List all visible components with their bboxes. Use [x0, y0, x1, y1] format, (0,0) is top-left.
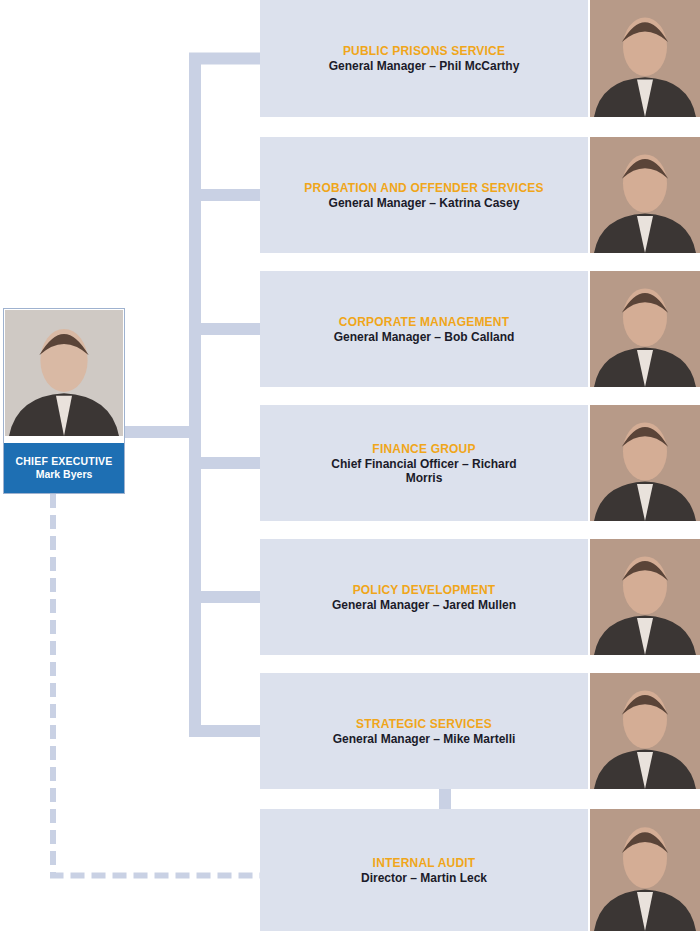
manager-photo — [590, 809, 700, 931]
unit-heading: PUBLIC PRISONS SERVICE — [343, 44, 505, 58]
ceo-photo — [5, 310, 123, 436]
reporting-line — [439, 789, 451, 809]
photo-ground — [590, 137, 700, 253]
division-box: INTERNAL AUDITDirector – Martin Leck — [260, 809, 588, 931]
division-box: POLICY DEVELOPMENTGeneral Manager – Jare… — [260, 539, 588, 655]
dashed-reporting-line — [53, 494, 260, 875]
photo-hair — [622, 159, 668, 179]
division-box: CORPORATE MANAGEMENTGeneral Manager – Bo… — [260, 271, 588, 387]
manager-name: Director – Martin Leck — [361, 871, 487, 885]
manager-name: General Manager – Bob Calland — [334, 330, 515, 344]
photo-ground — [590, 673, 700, 789]
unit-heading: STRATEGIC SERVICES — [356, 717, 492, 731]
manager-name: Mark Byers — [36, 468, 93, 481]
unit-heading: FINANCE GROUP — [372, 442, 475, 456]
manager-photo — [590, 137, 700, 253]
photo-shirt — [637, 892, 653, 931]
photo-hair — [622, 427, 668, 447]
photo-hair — [622, 561, 668, 581]
photo-shirt — [637, 350, 653, 387]
manager-photo — [590, 405, 700, 521]
photo-ground — [590, 0, 700, 117]
manager-photo — [590, 0, 700, 117]
photo-ground — [590, 271, 700, 387]
photo-hair — [39, 334, 89, 355]
photo-shirt — [56, 396, 72, 436]
manager-name: Chief Financial Officer – Richard Morris — [324, 457, 524, 485]
manager-name: General Manager – Jared Mullen — [332, 598, 516, 612]
photo-suit — [594, 616, 696, 655]
photo-ground — [590, 539, 700, 655]
photo-shirt — [637, 752, 653, 789]
photo-suit — [594, 750, 696, 789]
division-box: STRATEGIC SERVICESGeneral Manager – Mike… — [260, 673, 588, 789]
reporting-line — [125, 329, 260, 432]
photo-suit — [594, 77, 696, 117]
manager-photo — [590, 539, 700, 655]
photo-ground — [5, 310, 123, 436]
photo-suit — [594, 890, 696, 931]
division-box: PROBATION AND OFFENDER SERVICESGeneral M… — [260, 137, 588, 253]
reporting-line — [125, 195, 260, 432]
reporting-line — [125, 59, 260, 433]
manager-photo — [590, 673, 700, 789]
photo-suit — [9, 393, 119, 436]
manager-name: General Manager – Katrina Casey — [329, 196, 520, 210]
photo-hair — [622, 695, 668, 715]
photo-shirt — [637, 618, 653, 655]
photo-suit — [594, 214, 696, 253]
photo-suit — [594, 482, 696, 521]
reporting-line — [125, 432, 260, 731]
unit-heading: CORPORATE MANAGEMENT — [339, 315, 509, 329]
executive-label: CHIEF EXECUTIVEMark Byers — [4, 443, 124, 493]
photo-shirt — [637, 484, 653, 521]
division-box: PUBLIC PRISONS SERVICEGeneral Manager – … — [260, 0, 588, 117]
manager-name: General Manager – Mike Martelli — [333, 732, 516, 746]
division-box: FINANCE GROUPChief Financial Officer – R… — [260, 405, 588, 521]
manager-photo — [590, 271, 700, 387]
unit-heading: POLICY DEVELOPMENT — [353, 583, 496, 597]
photo-ground — [590, 405, 700, 521]
photo-shirt — [637, 80, 653, 117]
manager-name: General Manager – Phil McCarthy — [329, 59, 520, 73]
photo-hair — [622, 832, 668, 853]
photo-ground — [590, 809, 700, 931]
unit-heading: INTERNAL AUDIT — [373, 856, 476, 870]
photo-hair — [622, 22, 668, 42]
unit-heading: PROBATION AND OFFENDER SERVICES — [304, 181, 543, 195]
photo-shirt — [637, 216, 653, 253]
photo-suit — [594, 348, 696, 387]
photo-hair — [622, 293, 668, 313]
unit-heading: CHIEF EXECUTIVE — [16, 455, 113, 468]
executive-box: CHIEF EXECUTIVEMark Byers — [3, 308, 125, 494]
